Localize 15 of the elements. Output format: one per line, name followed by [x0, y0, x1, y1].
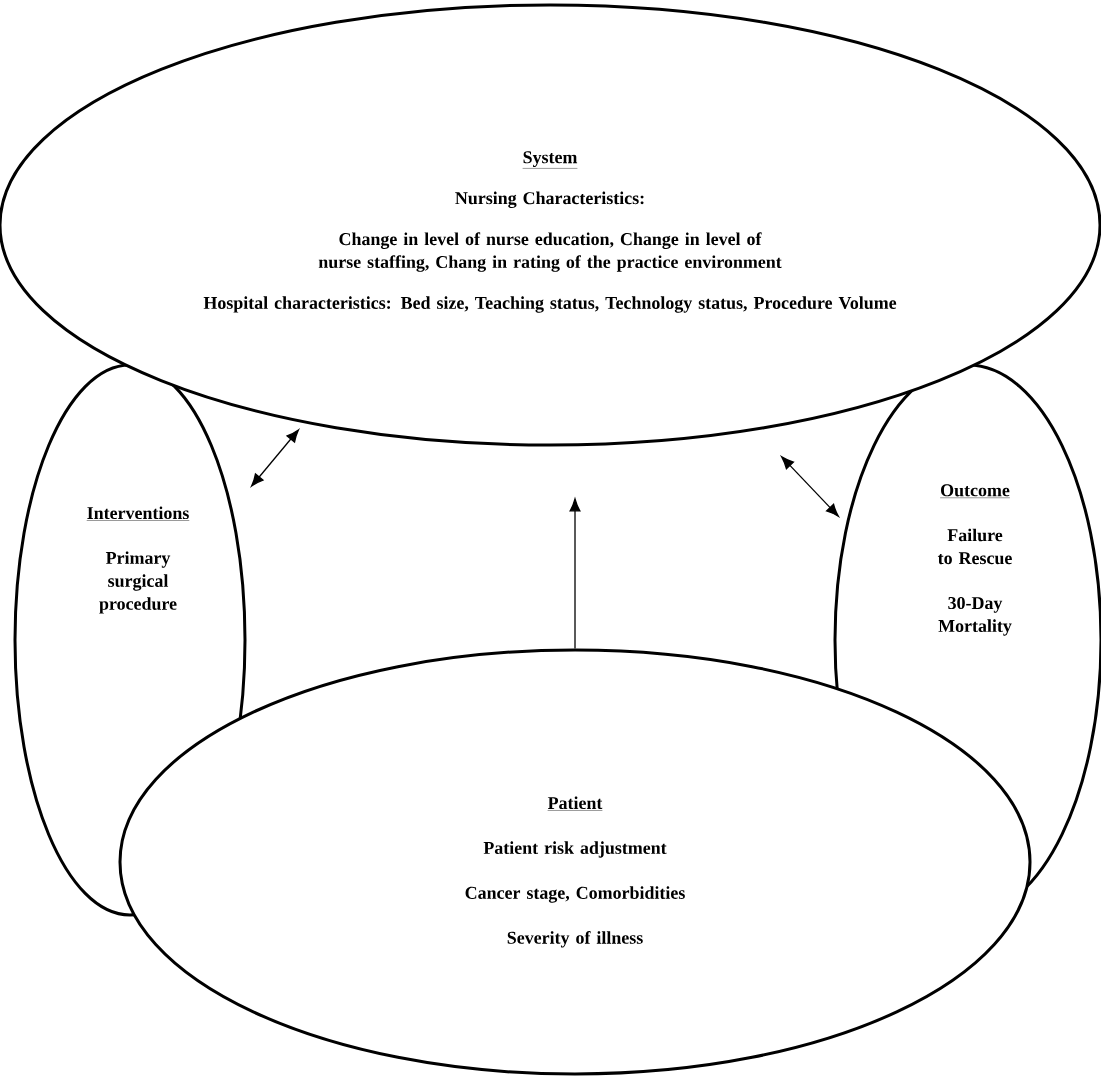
node-label: Nursing Characteristics: [455, 191, 644, 208]
ellipse-text: System Nursing Characteristics: Change in level of nurse education, Change in level of nurse staffing, Chang in rating of the practice environment Hospital characteristics: Bed size, Teaching status, Technology status, Procedure Volume [203, 151, 897, 313]
ellipse-text: Outcome Failure to Rescue 30-Day Mortality [937, 484, 1012, 636]
node-label: Cancer stage, Comorbidities [465, 886, 685, 903]
node-label: System [523, 151, 578, 168]
arrow [781, 456, 839, 517]
ellipse-text: Interventions Primary surgical procedure [86, 506, 190, 614]
node-label: Patient risk adjustment [483, 841, 667, 858]
arrow [569, 498, 581, 650]
node-label: Change in level of nurse education, Change in level of nurse staffing, Chang in rating of the practice environment [318, 232, 782, 272]
ellipse-text: Patient Patient risk adjustment Cancer stage, Comorbidities Severity of illness [465, 796, 685, 948]
node-label: Patient [547, 796, 603, 810]
node-label: Severity of illness [507, 931, 643, 948]
node-label: Hospital characteristics: Bed size, Teaching status, Technology status, Procedure Volume [203, 296, 897, 313]
arrow [250, 429, 300, 487]
